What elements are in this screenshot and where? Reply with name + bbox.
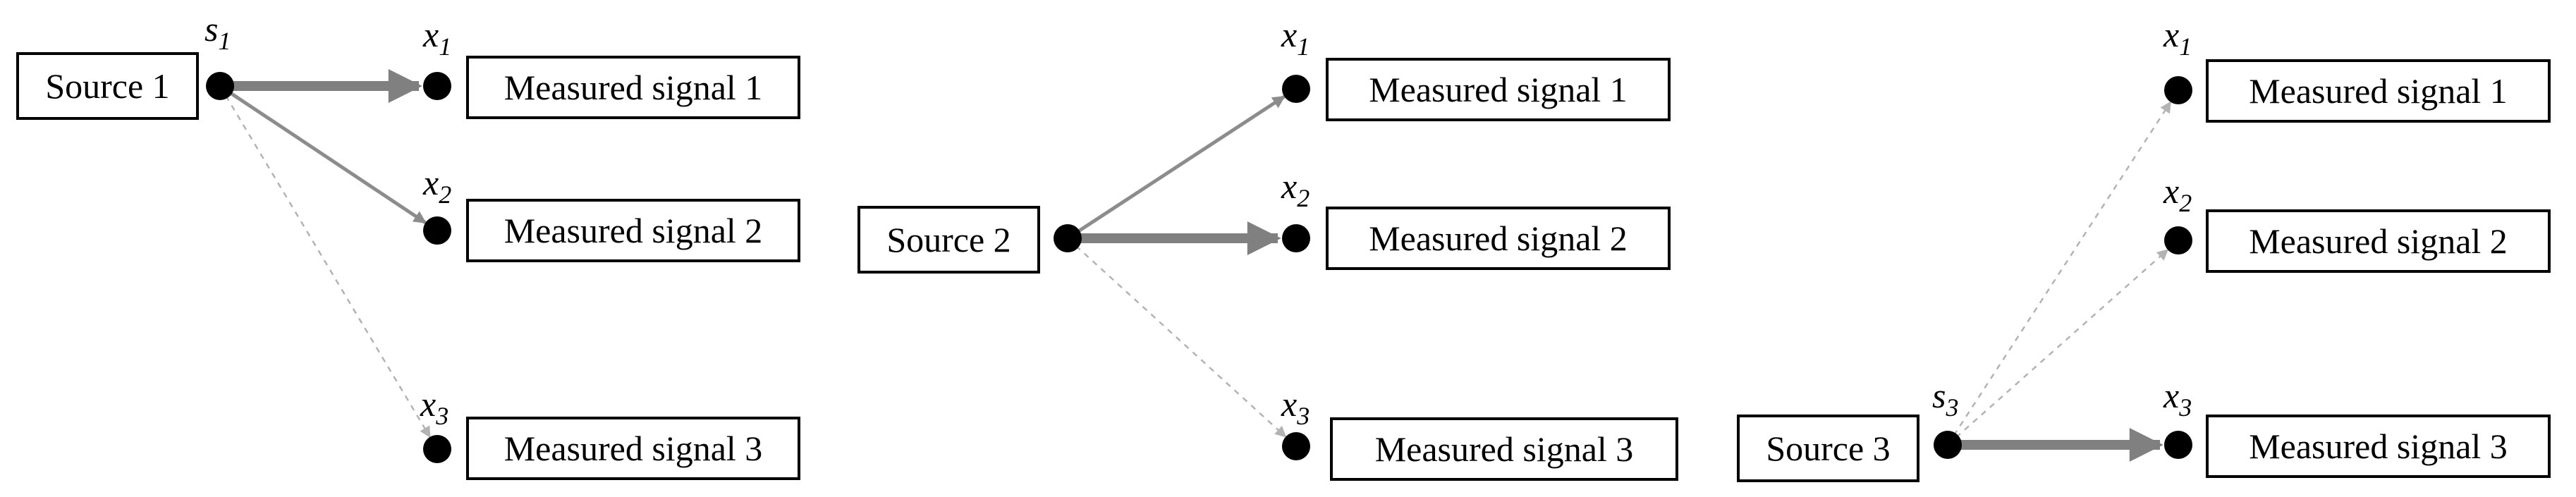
- panel-1-source-variable: s1: [205, 9, 231, 55]
- panel-2-measured-signal-3-box: [1330, 417, 1678, 481]
- panel-1-measured-signal-3-box: [466, 417, 800, 480]
- panel-2-measured-signal-3-box-label: Measured signal 3: [1375, 429, 1634, 469]
- panel-1-source-node: [206, 72, 234, 100]
- panel-3-signal-variable-3: x3: [2163, 376, 2192, 422]
- panel-3-measured-signal-3-box: [2206, 415, 2551, 478]
- panel-2-signal-variable-1: x1: [1281, 15, 1310, 61]
- panel-3-signal-node-3: [2164, 431, 2192, 459]
- panel-3-edge-to-signal-2-weak: [1955, 249, 2169, 438]
- panel-3-edge-to-signal-1-weak: [1953, 101, 2172, 436]
- panel-2-signal-node-3: [1282, 432, 1310, 460]
- panel-3-source-variable: s3: [1932, 376, 1958, 422]
- panel-2-measured-signal-2-box: [1326, 207, 1671, 270]
- panel-3-measured-signal-2-box: [2206, 209, 2551, 273]
- panel-3-source-box-label: Source 3: [1766, 429, 1890, 468]
- panel-1-measured-signal-2-box-label: Measured signal 2: [504, 211, 763, 250]
- panel-3-measured-signal-3-box-label: Measured signal 3: [2249, 427, 2508, 466]
- panel-2-signal-variable-2: x2: [1281, 166, 1310, 212]
- panel-1-signal-node-3: [423, 435, 451, 463]
- panel-1-measured-signal-1-box-label: Measured signal 1: [504, 68, 763, 107]
- panel-1-source-box: [16, 52, 199, 120]
- panel-3-signal-node-2: [2164, 226, 2192, 254]
- panel-1-signal-node-1: [423, 72, 451, 100]
- panel-2-edge-to-signal-3-weak: [1075, 245, 1287, 438]
- panel-1-measured-signal-3-box-label: Measured signal 3: [504, 429, 763, 468]
- panel-1-signal-variable-2: x2: [422, 163, 451, 209]
- panel-2-source-box: [857, 206, 1040, 274]
- panel-2-signal-variable-3: x3: [1281, 384, 1310, 430]
- panel-3-signal-variable-2: x2: [2163, 171, 2192, 217]
- panel-1-edge-to-signal-2-medium: [228, 90, 427, 224]
- panel-3-measured-signal-2-box-label: Measured signal 2: [2249, 221, 2508, 261]
- panel-3-measured-signal-1-box: [2206, 59, 2551, 123]
- panel-3-source-node: [1934, 431, 1962, 459]
- panel-2-measured-signal-1-box: [1326, 58, 1671, 121]
- panel-2-edge-to-signal-1-medium: [1076, 94, 1286, 234]
- panel-2-measured-signal-2-box-label: Measured signal 2: [1369, 219, 1628, 258]
- panel-3-source-box: [1737, 415, 1919, 482]
- panel-3-measured-signal-1-box-label: Measured signal 1: [2249, 71, 2508, 111]
- panel-1-signal-node-2: [423, 216, 451, 245]
- panel-3-signal-variable-1: x1: [2163, 15, 2192, 61]
- panel-1-edge-to-signal-3-weak: [225, 95, 431, 438]
- panel-1-measured-signal-1-box: [466, 56, 800, 119]
- panel-1-source-box-label: Source 1: [45, 66, 169, 106]
- panel-3-signal-node-1: [2164, 76, 2192, 104]
- panel-2-signal-node-1: [1282, 75, 1310, 103]
- panel-1-signal-variable-3: x3: [420, 384, 448, 430]
- panel-2-measured-signal-1-box-label: Measured signal 1: [1369, 70, 1628, 109]
- panel-1-measured-signal-2-box: [466, 199, 800, 262]
- panel-2-source-box-label: Source 2: [886, 220, 1011, 259]
- panel-1-signal-variable-1: x1: [422, 15, 451, 61]
- panel-2-source-node: [1054, 224, 1082, 252]
- panel-2-signal-node-2: [1282, 224, 1310, 252]
